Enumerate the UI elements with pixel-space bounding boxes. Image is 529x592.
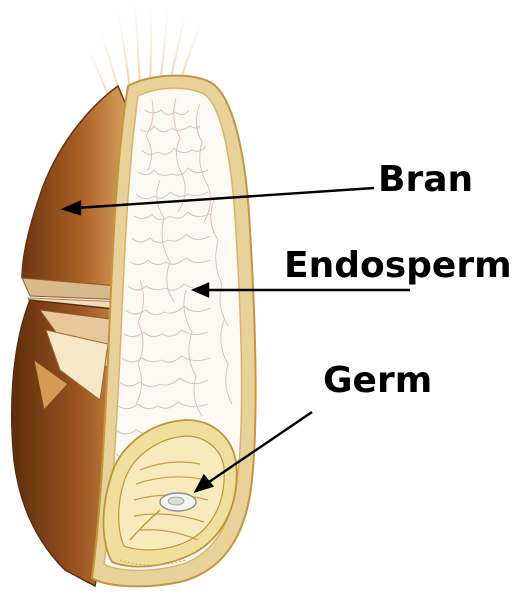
endosperm-label: Endosperm (284, 248, 512, 284)
germ-label: Germ (323, 363, 432, 399)
germ-embryo-core (168, 497, 184, 505)
bran-label: Bran (378, 162, 473, 198)
